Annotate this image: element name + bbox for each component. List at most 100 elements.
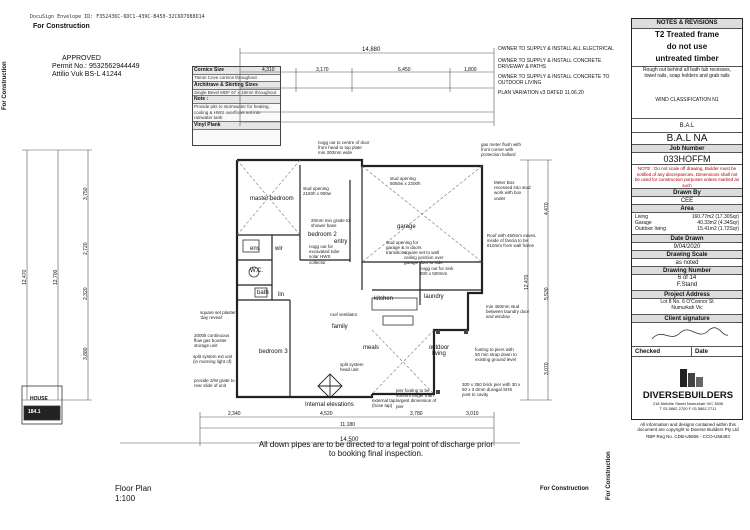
dim-top: 6,450 xyxy=(398,67,411,73)
room-meals: meals xyxy=(363,345,380,351)
date-drawn-label: Date Drawn xyxy=(632,235,742,243)
cornice-title: Cornice Size xyxy=(193,67,280,75)
room-bedroom-3: bedroom 3 xyxy=(259,349,288,355)
signature-scribble xyxy=(651,327,729,340)
note-pier-footing: pier footing to be 400mm larger than lar… xyxy=(396,388,437,409)
note-min-450: min 450mm stud between laundry door and … xyxy=(486,304,530,320)
notes-title: NOTES & REVISIONS xyxy=(632,19,742,29)
room-wir: wir xyxy=(275,246,283,252)
note-grate: provide 3/W grate to rear slide of unit xyxy=(194,378,235,389)
dim-bottom-total: 14,500 xyxy=(340,437,359,443)
floor-plan-scale: 1:100 xyxy=(115,494,136,503)
note-roof-eaves: Roof with 450mm eaves, inside of fascia … xyxy=(487,233,537,249)
note-stud-garage: stud opening for garage & in doors trans… xyxy=(386,240,422,256)
job-number: 033HOFFM xyxy=(632,153,742,165)
note-stud-opening-1: stud opening 2150h x 900w xyxy=(303,186,332,197)
room-garage: garage xyxy=(397,224,416,230)
note-garage-wall: square set to wall ceiling junction over… xyxy=(404,250,444,266)
room-master-bedroom: master bedroom xyxy=(250,196,294,202)
note-stud-opening-2: stud opening 5050w x 2200h xyxy=(390,176,421,187)
drawn-by-label: Drawn By xyxy=(632,189,742,197)
vinyl-title: Vinyl Plank xyxy=(193,120,280,130)
approval-status: APPROVED xyxy=(62,55,101,62)
note-footing-pier: footing to piers with 50 min strap down … xyxy=(475,347,517,363)
drawing-number-label: Drawing Number xyxy=(632,267,742,275)
for-construction-right: For Construction xyxy=(606,451,612,500)
drawing-scale: as noted xyxy=(632,259,742,267)
note-grade: 20mm min grade to shower base xyxy=(311,218,350,229)
area-label: Area xyxy=(632,205,742,213)
downpipe-note: All down pipes are to be directed to a l… xyxy=(258,440,494,458)
company-logo-icon xyxy=(670,367,706,389)
dim-right: 3,070 xyxy=(544,362,550,375)
dim-top: 1,800 xyxy=(464,67,477,73)
dim-bottom: 3,780 xyxy=(410,411,423,417)
note-title: Note : xyxy=(193,95,280,104)
floor-plan-drawing xyxy=(21,48,552,446)
note-cont-gas: 2000lt continuous flow gas booster stora… xyxy=(194,333,230,349)
architrave-text: Single Bevel MDF 67 x 18mm throughout xyxy=(194,89,277,95)
dim-left: 3,750 xyxy=(83,187,89,200)
drawing-number: 6 of 14 xyxy=(677,275,697,281)
room-family: family xyxy=(332,324,348,330)
logo-number-text: 184.1 xyxy=(28,409,41,415)
dim-top: 3,170 xyxy=(316,67,329,73)
date-label: Date xyxy=(695,349,709,355)
bal-value: B.A.L NA xyxy=(632,133,742,145)
company-address: 218 Melville Street Numurkah VIC 3636 xyxy=(652,401,724,406)
treated-frame-note: T2 Treated frame do not use untreated ti… xyxy=(632,29,742,67)
owner-notes: OWNER TO SUPPLY & INSTALL ALL ELECTRICAL… xyxy=(498,46,626,96)
dim-bottom: 3,010 xyxy=(466,411,479,417)
dim-top-total: 14,880 xyxy=(362,47,381,53)
company-info: All information and designs contained wi… xyxy=(637,422,739,433)
bal-label: B.A.L xyxy=(632,119,742,133)
wind-classification: WIND CLASSIFICATION N1 xyxy=(655,97,719,103)
drawing-number-cell: 6 of 14 F.Stand xyxy=(632,275,742,291)
project-address-label: Project Address xyxy=(632,291,742,299)
spec-stamp: Cornice Size 75mm Cove cornice throughou… xyxy=(192,66,281,146)
note-square-plaster: square set plaster 'day reveal' xyxy=(200,310,236,321)
dim-bottom: 2,340 xyxy=(228,411,241,417)
note-nogg-top: nogg out to centre of door from head to … xyxy=(318,140,370,156)
room-bath: bath xyxy=(257,290,269,296)
dim-left: 12,700 xyxy=(53,269,59,285)
note-roof-vent: roof ventilator xyxy=(330,312,358,317)
note-text: Provide pits to stormwater for heating, … xyxy=(194,104,270,120)
drawing-scale-label: Drawing Scale xyxy=(632,251,742,259)
internal-elevations-label: Internal elevations xyxy=(305,402,354,408)
room-ensuite: ens xyxy=(250,246,260,252)
docusign-id: DocuSign Envelope ID: F352436C-6DC1-439C… xyxy=(30,14,205,20)
dim-left: 2,720 xyxy=(83,242,89,255)
checked-row: Checked Date xyxy=(632,347,742,357)
for-construction-header: For Construction xyxy=(33,23,90,30)
room-outdoor-living: outdoor living xyxy=(428,345,450,357)
note-meter-box: Meter Box recessed into stud work with b… xyxy=(494,180,531,201)
room-kitchen: kitchen xyxy=(374,296,394,302)
owner-note: OWNER TO SUPPLY & INSTALL ALL ELECTRICAL xyxy=(498,46,614,52)
floor-plan-title: Floor Plan xyxy=(115,484,152,493)
dim-left: 12,470 xyxy=(22,269,28,285)
client-signature-area xyxy=(632,323,742,347)
client-signature-label: Client signature xyxy=(632,315,742,323)
drawing-type: F.Stand xyxy=(676,282,698,288)
cornice-text: 75mm Cove cornice throughout xyxy=(194,75,257,80)
notes-small: Rough out behind all bath tub recesses, … xyxy=(632,67,742,119)
room-bedroom-2: bedroom 2 xyxy=(308,232,337,238)
for-construction-bottom: For Construction xyxy=(540,486,589,492)
company-name: DIVERSEBUILDERS xyxy=(642,390,734,401)
date-drawn: 9/04/2020 xyxy=(632,243,742,251)
note-ext-tap: external tap (hose tap) xyxy=(372,398,396,409)
dim-left: 2,320 xyxy=(83,287,89,300)
dimension-note: NOTE : Do not scale off drawing, Builder… xyxy=(632,165,742,189)
room-wc: W.C. xyxy=(250,268,263,274)
logo-house-text: HOUSE xyxy=(30,396,48,402)
dim-right: 12,470 xyxy=(524,274,530,290)
company-phone: T 03 5862 2700 F 03 5862 2711 xyxy=(659,406,717,411)
note-split-meals: split system head unit xyxy=(340,362,364,373)
dim-left: 3,880 xyxy=(83,347,89,360)
architrave-title: Architrave & Skirting Sizes xyxy=(193,80,280,90)
drawn-by: CEE xyxy=(632,197,742,205)
room-laundry: laundry xyxy=(424,294,444,300)
note-split-1: split system ext unit (in morning light … xyxy=(193,354,233,365)
note-gas-meter: gas meter flush with front corner with p… xyxy=(481,142,522,158)
